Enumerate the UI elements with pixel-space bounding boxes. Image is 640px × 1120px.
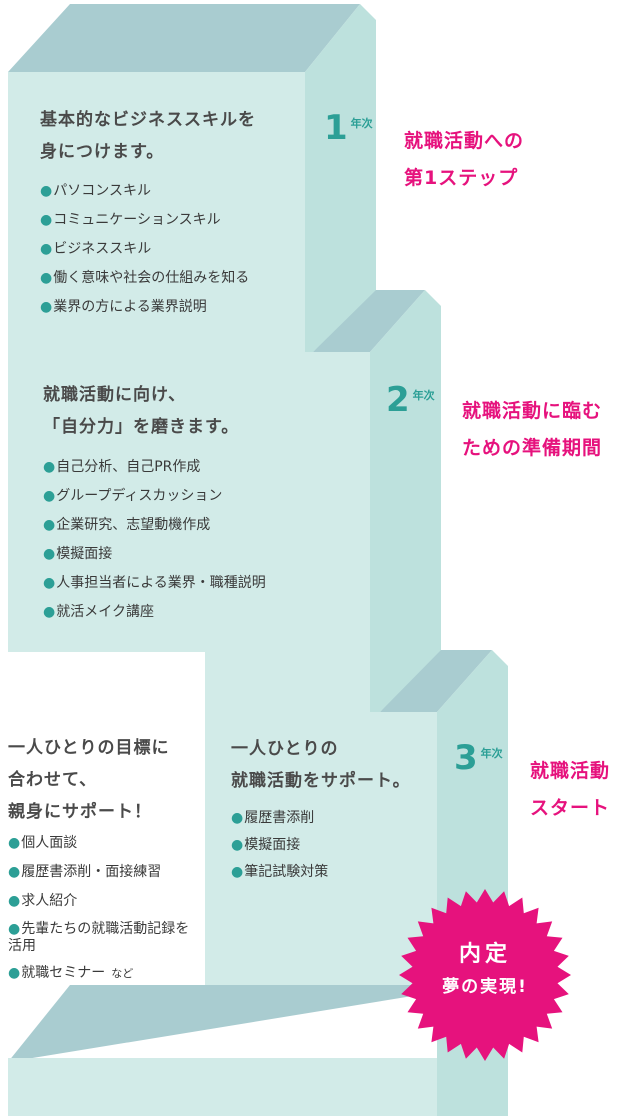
base-front-face (8, 1058, 437, 1116)
step2-tagline-line2: ための準備期間 (462, 437, 603, 459)
step2-tagline: 就職活動に臨む ための準備期間 (462, 393, 602, 467)
naitei-badge: 内定 夢の実現! (405, 938, 565, 1002)
bullet-dot-icon: ● (43, 604, 56, 620)
list-item: ●業界の方による業界説明 (40, 299, 207, 315)
step1-year-number: 1 (324, 108, 348, 148)
step1-tagline-line1: 就職活動への (404, 130, 525, 152)
bullet-dot-icon: ● (231, 837, 244, 853)
step2-top-face (313, 290, 425, 352)
bullet-dot-icon: ● (40, 241, 53, 257)
bullet-dot-icon: ● (40, 183, 53, 199)
bullet-dot-icon: ● (8, 921, 21, 937)
step2-heading-line2: 「自分力」を磨きます。 (43, 417, 240, 437)
bullet-dot-icon: ● (231, 810, 244, 826)
step2-front-face-lower (205, 652, 370, 712)
step2-year-number: 2 (386, 380, 410, 420)
list-item: ●グループディスカッション (43, 488, 223, 504)
list-item: ●就活メイク講座 (43, 604, 154, 620)
step1-heading: 基本的なビジネススキルを 身につけます。 (40, 104, 256, 168)
list-item: ●コミュニケーションスキル (40, 212, 221, 228)
list-item: ●個人面談 (8, 835, 78, 851)
step2-heading: 就職活動に向け、 「自分力」を磨きます。 (43, 379, 239, 443)
list-item: ●模擬面接 (231, 837, 301, 853)
side-panel-item-list: ●個人面談 ●履歴書添削・面接練習 ●求人紹介 ●先輩たちの就職活動記録を活用 … (8, 829, 200, 988)
step3-front-face (205, 712, 437, 992)
bullet-dot-icon: ● (8, 835, 21, 851)
list-item: ●模擬面接 (43, 546, 113, 562)
base-top-face (8, 985, 437, 1062)
step3-year-number: 3 (454, 738, 478, 778)
bullet-dot-icon: ● (8, 864, 21, 880)
step2-tagline-line1: 就職活動に臨む (462, 400, 603, 422)
naitei-badge-shape (399, 889, 571, 1061)
step3-item-list: ●履歴書添削 ●模擬面接 ●筆記試験対策 (231, 805, 328, 886)
step1-side-face (305, 4, 376, 352)
side-panel-heading-line1: 一人ひとりの目標に (8, 738, 170, 758)
step1-heading-line2: 身につけます。 (40, 142, 165, 162)
bullet-dot-icon: ● (231, 864, 244, 880)
bullet-dot-icon: ● (8, 965, 21, 981)
list-item: ●自己分析、自己PR作成 (43, 459, 201, 475)
list-item: ●求人紹介 (8, 893, 78, 909)
step2-year-unit: 年次 (412, 389, 435, 402)
item-note: など (111, 967, 134, 980)
step1-item-list: ●パソコンスキル ●コミュニケーションスキル ●ビジネススキル ●働く意味や社会… (40, 177, 249, 322)
bullet-dot-icon: ● (43, 546, 56, 562)
step3-top-face (380, 650, 492, 712)
list-item: ●就職セミナーなど (8, 965, 134, 981)
badge-subtitle: 夢の実現! (442, 977, 528, 997)
list-item: ●働く意味や社会の仕組みを知る (40, 270, 250, 286)
list-item: ●履歴書添削 (231, 810, 315, 826)
step3-heading: 一人ひとりの 就職活動をサポート。 (231, 733, 411, 797)
bullet-dot-icon: ● (8, 893, 21, 909)
list-item: ●ビジネススキル (40, 241, 152, 257)
side-panel-heading: 一人ひとりの目標に 合わせて、 親身にサポート！ (8, 732, 170, 828)
step2-side-face (370, 290, 441, 712)
step2-item-list: ●自己分析、自己PR作成 ●グループディスカッション ●企業研究、志望動機作成 … (43, 453, 266, 627)
list-item: ●人事担当者による業界・職種説明 (43, 575, 266, 591)
step1-tagline-line2: 第1ステップ (404, 167, 519, 189)
bullet-dot-icon: ● (40, 299, 53, 315)
step3-heading-line1: 一人ひとりの (231, 739, 339, 759)
step3-tagline-line2: スタート (530, 797, 611, 819)
step2-heading-line1: 就職活動に向け、 (43, 385, 187, 405)
step3-heading-line2: 就職活動をサポート。 (231, 771, 411, 791)
step1-year-unit: 年次 (350, 117, 373, 130)
bullet-dot-icon: ● (43, 517, 56, 533)
bullet-dot-icon: ● (40, 212, 53, 228)
list-item: ●パソコンスキル (40, 183, 151, 199)
bullet-dot-icon: ● (43, 575, 56, 591)
step1-front-face (8, 72, 305, 352)
list-item: ●企業研究、志望動機作成 (43, 517, 211, 533)
list-item: ●筆記試験対策 (231, 864, 329, 880)
side-panel-heading-line2: 合わせて、 (8, 770, 98, 790)
step3-tagline-line1: 就職活動 (530, 760, 611, 782)
step1-heading-line1: 基本的なビジネススキルを (40, 110, 256, 130)
step3-year-unit: 年次 (480, 747, 503, 760)
list-item: ●履歴書添削・面接練習 (8, 864, 162, 880)
bullet-dot-icon: ● (43, 488, 56, 504)
step1-top-face (8, 4, 360, 72)
bullet-dot-icon: ● (43, 459, 56, 475)
list-item: ●先輩たちの就職活動記録を活用 (8, 921, 190, 954)
badge-title: 内定 (458, 942, 511, 967)
step1-tagline: 就職活動への 第1ステップ (404, 123, 524, 197)
step2-front-face (8, 352, 370, 652)
side-panel-heading-line3: 親身にサポート！ (8, 802, 152, 822)
step3-tagline: 就職活動 スタート (530, 753, 610, 827)
bullet-dot-icon: ● (40, 270, 53, 286)
